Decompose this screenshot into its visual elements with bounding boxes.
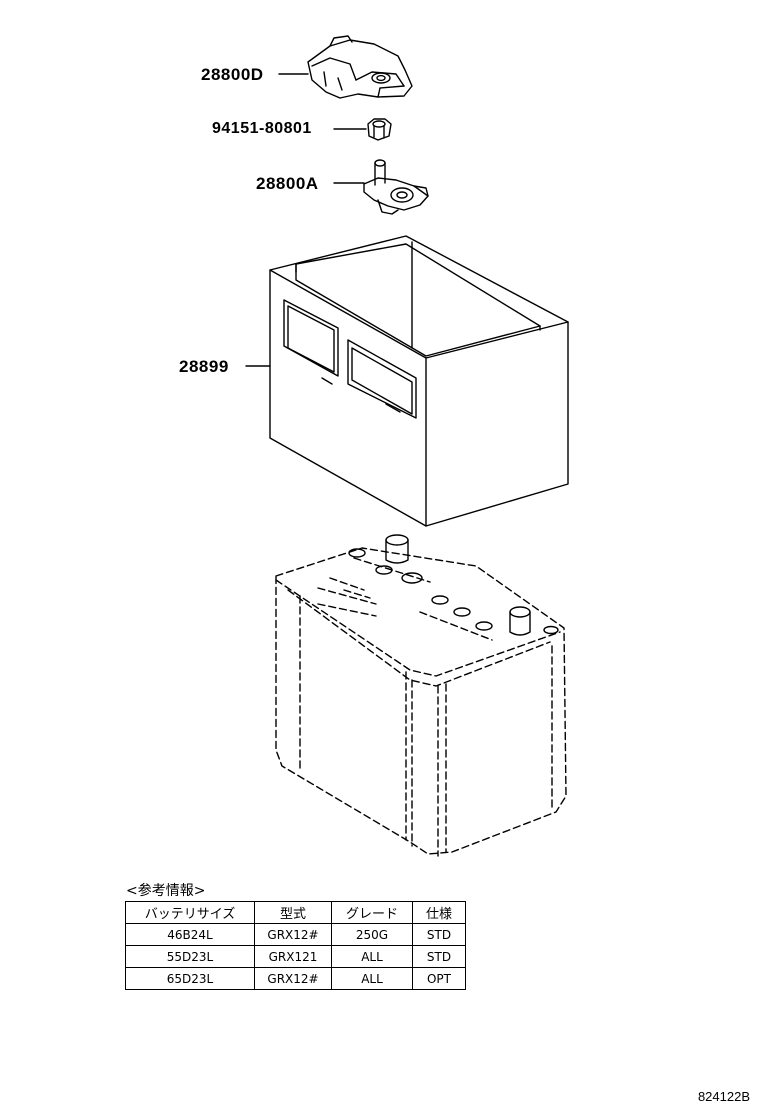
cell-grade: ALL (331, 945, 413, 968)
part-number-28899: 28899 (179, 357, 229, 376)
cell-grade: 250G (331, 923, 413, 946)
battery-cover-part (269, 235, 569, 527)
part-number-nut: 94151-80801 (212, 120, 312, 137)
part-number-28800D: 28800D (201, 65, 264, 84)
table-row: 55D23L GRX121 ALL STD (125, 945, 466, 968)
cell-spec: STD (412, 923, 466, 946)
cell-battery-size: 46B24L (125, 923, 255, 946)
cell-battery-size: 65D23L (125, 967, 255, 990)
negative-terminal-part (307, 35, 413, 99)
cell-model: GRX121 (254, 945, 332, 968)
header-model: 型式 (254, 901, 332, 924)
cell-grade: ALL (331, 967, 413, 990)
positive-terminal-part (363, 159, 429, 215)
header-spec: 仕様 (412, 901, 466, 924)
nut-part (367, 118, 392, 141)
reference-table: バッテリサイズ 型式 グレード 仕様 46B24L GRX12# 250G ST… (125, 901, 466, 990)
battery-outline (275, 547, 567, 857)
battery-top-details (348, 534, 559, 636)
cell-model: GRX12# (254, 967, 332, 990)
reference-caption: <参考情報> (126, 883, 206, 899)
table-header-row: バッテリサイズ 型式 グレード 仕様 (125, 901, 466, 924)
header-battery-size: バッテリサイズ (125, 901, 255, 924)
cell-spec: OPT (412, 967, 466, 990)
table-row: 65D23L GRX12# ALL OPT (125, 967, 466, 990)
part-number-28800A: 28800A (256, 174, 319, 193)
leader-lines (245, 73, 367, 367)
table-row: 46B24L GRX12# 250G STD (125, 923, 466, 946)
cell-battery-size: 55D23L (125, 945, 255, 968)
cell-model: GRX12# (254, 923, 332, 946)
header-grade: グレード (331, 901, 413, 924)
drawing-code: 824122B (697, 1089, 750, 1104)
cell-spec: STD (412, 945, 466, 968)
